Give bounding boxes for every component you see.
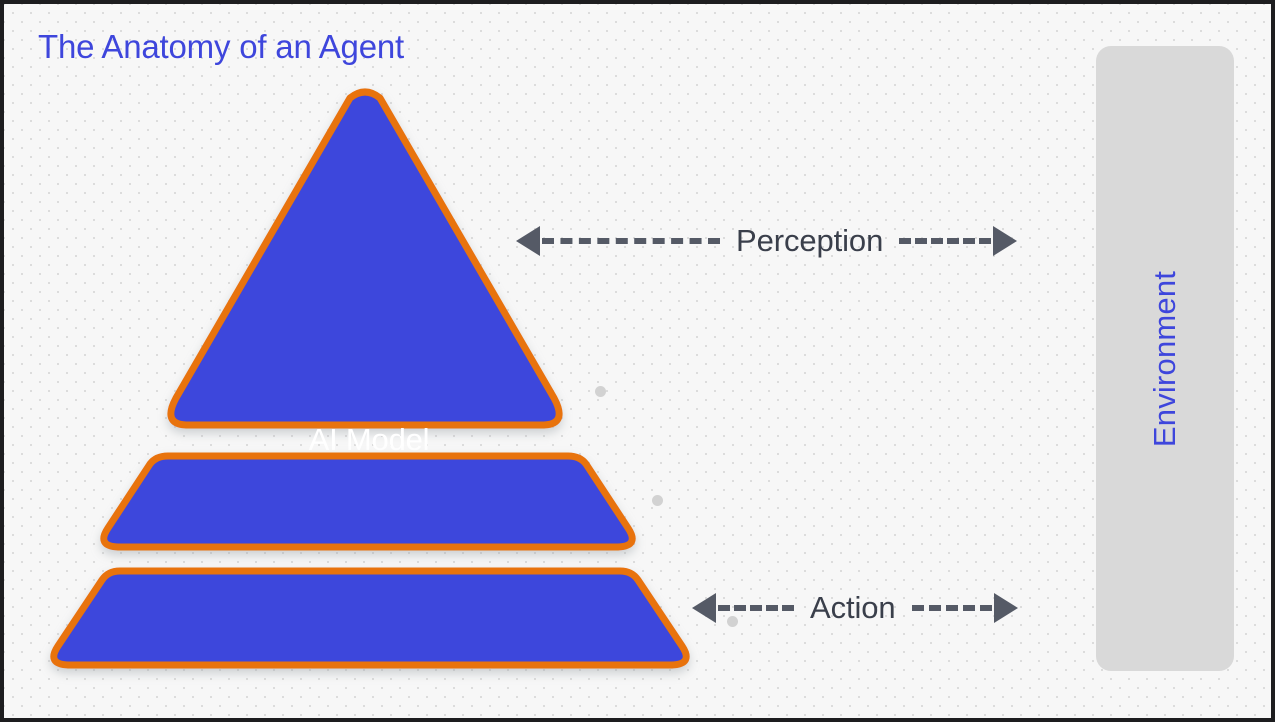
dashed-line bbox=[911, 605, 992, 611]
tier-shape-triangle bbox=[167, 88, 563, 429]
flow-action-label: Action bbox=[810, 590, 896, 625]
environment-label: Environment bbox=[1147, 270, 1182, 447]
dashed-line bbox=[899, 238, 992, 244]
pyramid-tier-tools[interactable]: Tools act bbox=[42, 564, 698, 676]
tier-shape-trapezoid bbox=[50, 567, 690, 669]
flow-perception[interactable]: Perception bbox=[516, 223, 1018, 259]
arrow-right-icon bbox=[993, 226, 1018, 256]
dashed-line bbox=[718, 605, 794, 611]
page-title: The Anatomy of an Agent bbox=[38, 28, 404, 65]
pyramid-tier-ai-model[interactable]: AI Model reason bbox=[154, 80, 584, 480]
arrow-left-icon bbox=[692, 593, 716, 623]
arrow-left-icon bbox=[516, 226, 540, 256]
dashed-line bbox=[542, 238, 720, 244]
decorative-dot bbox=[727, 616, 738, 627]
flow-perception-label: Perception bbox=[736, 223, 884, 258]
arrow-right-icon bbox=[993, 593, 1018, 623]
environment-panel: Environment bbox=[1096, 46, 1234, 671]
flow-action[interactable]: Action bbox=[692, 590, 1018, 626]
decorative-dot bbox=[595, 386, 606, 397]
pyramid-tier-memory[interactable]: Memory adapt bbox=[94, 450, 642, 560]
decorative-dot bbox=[652, 495, 663, 506]
tier-shape-trapezoid bbox=[100, 452, 636, 551]
